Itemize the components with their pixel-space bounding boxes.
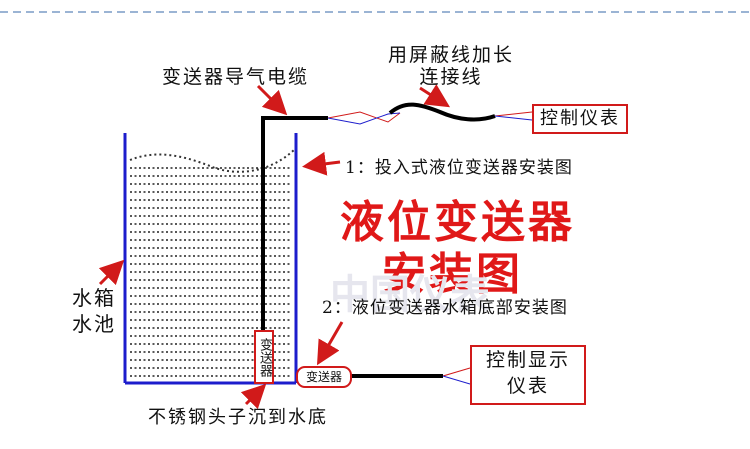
arrow-cable <box>256 84 288 116</box>
tank-label-line1: 水箱 <box>72 286 116 310</box>
water-surface <box>129 149 295 173</box>
transmitter-horizontal: 变送器 <box>296 366 352 388</box>
bottom-note: 不锈钢头子沉到水底 <box>148 407 328 428</box>
transmitter-vertical: 变送器 <box>254 330 274 384</box>
thin-wire-blue-2 <box>494 115 533 121</box>
method1-label: 1：投入式液位变送器安装图 <box>345 158 573 178</box>
control-display-box: 控制显示 仪表 <box>470 345 586 405</box>
arrow-extension <box>419 84 451 108</box>
watermark: 中国仪表 <box>330 272 490 318</box>
thin-wire-blue <box>327 112 401 125</box>
arrow-method2 <box>316 321 344 366</box>
thin-wire-red-2 <box>494 111 533 117</box>
arrow-method1 <box>302 151 341 176</box>
extension-cable <box>388 102 496 122</box>
extension-label: 用屏蔽线加长 连接线 <box>388 44 514 88</box>
arrow-bottom <box>240 383 267 410</box>
thin-wire-red <box>327 111 401 123</box>
title-line2: 安装图 <box>382 249 523 300</box>
extension-label-line2: 连接线 <box>419 66 483 88</box>
control-display-line2: 仪表 <box>506 375 549 397</box>
thin-wire-red-3 <box>442 367 471 377</box>
thin-wire-blue-3 <box>442 375 471 385</box>
arrow-tank <box>98 259 125 286</box>
cable-label: 变送器导气电缆 <box>162 66 310 88</box>
tank-label: 水箱 水池 <box>72 285 116 337</box>
method2-label: 2：液位变送器水箱底部安装图 <box>322 298 568 318</box>
title-line1: 液位变送器 <box>340 197 575 248</box>
control-display-line1: 控制显示 <box>485 349 570 371</box>
cable-vertical <box>261 116 328 332</box>
extension-label-line1: 用屏蔽线加长 <box>388 44 515 66</box>
control-meter-box: 控制仪表 <box>532 104 628 134</box>
tank-label-line2: 水池 <box>72 312 116 336</box>
